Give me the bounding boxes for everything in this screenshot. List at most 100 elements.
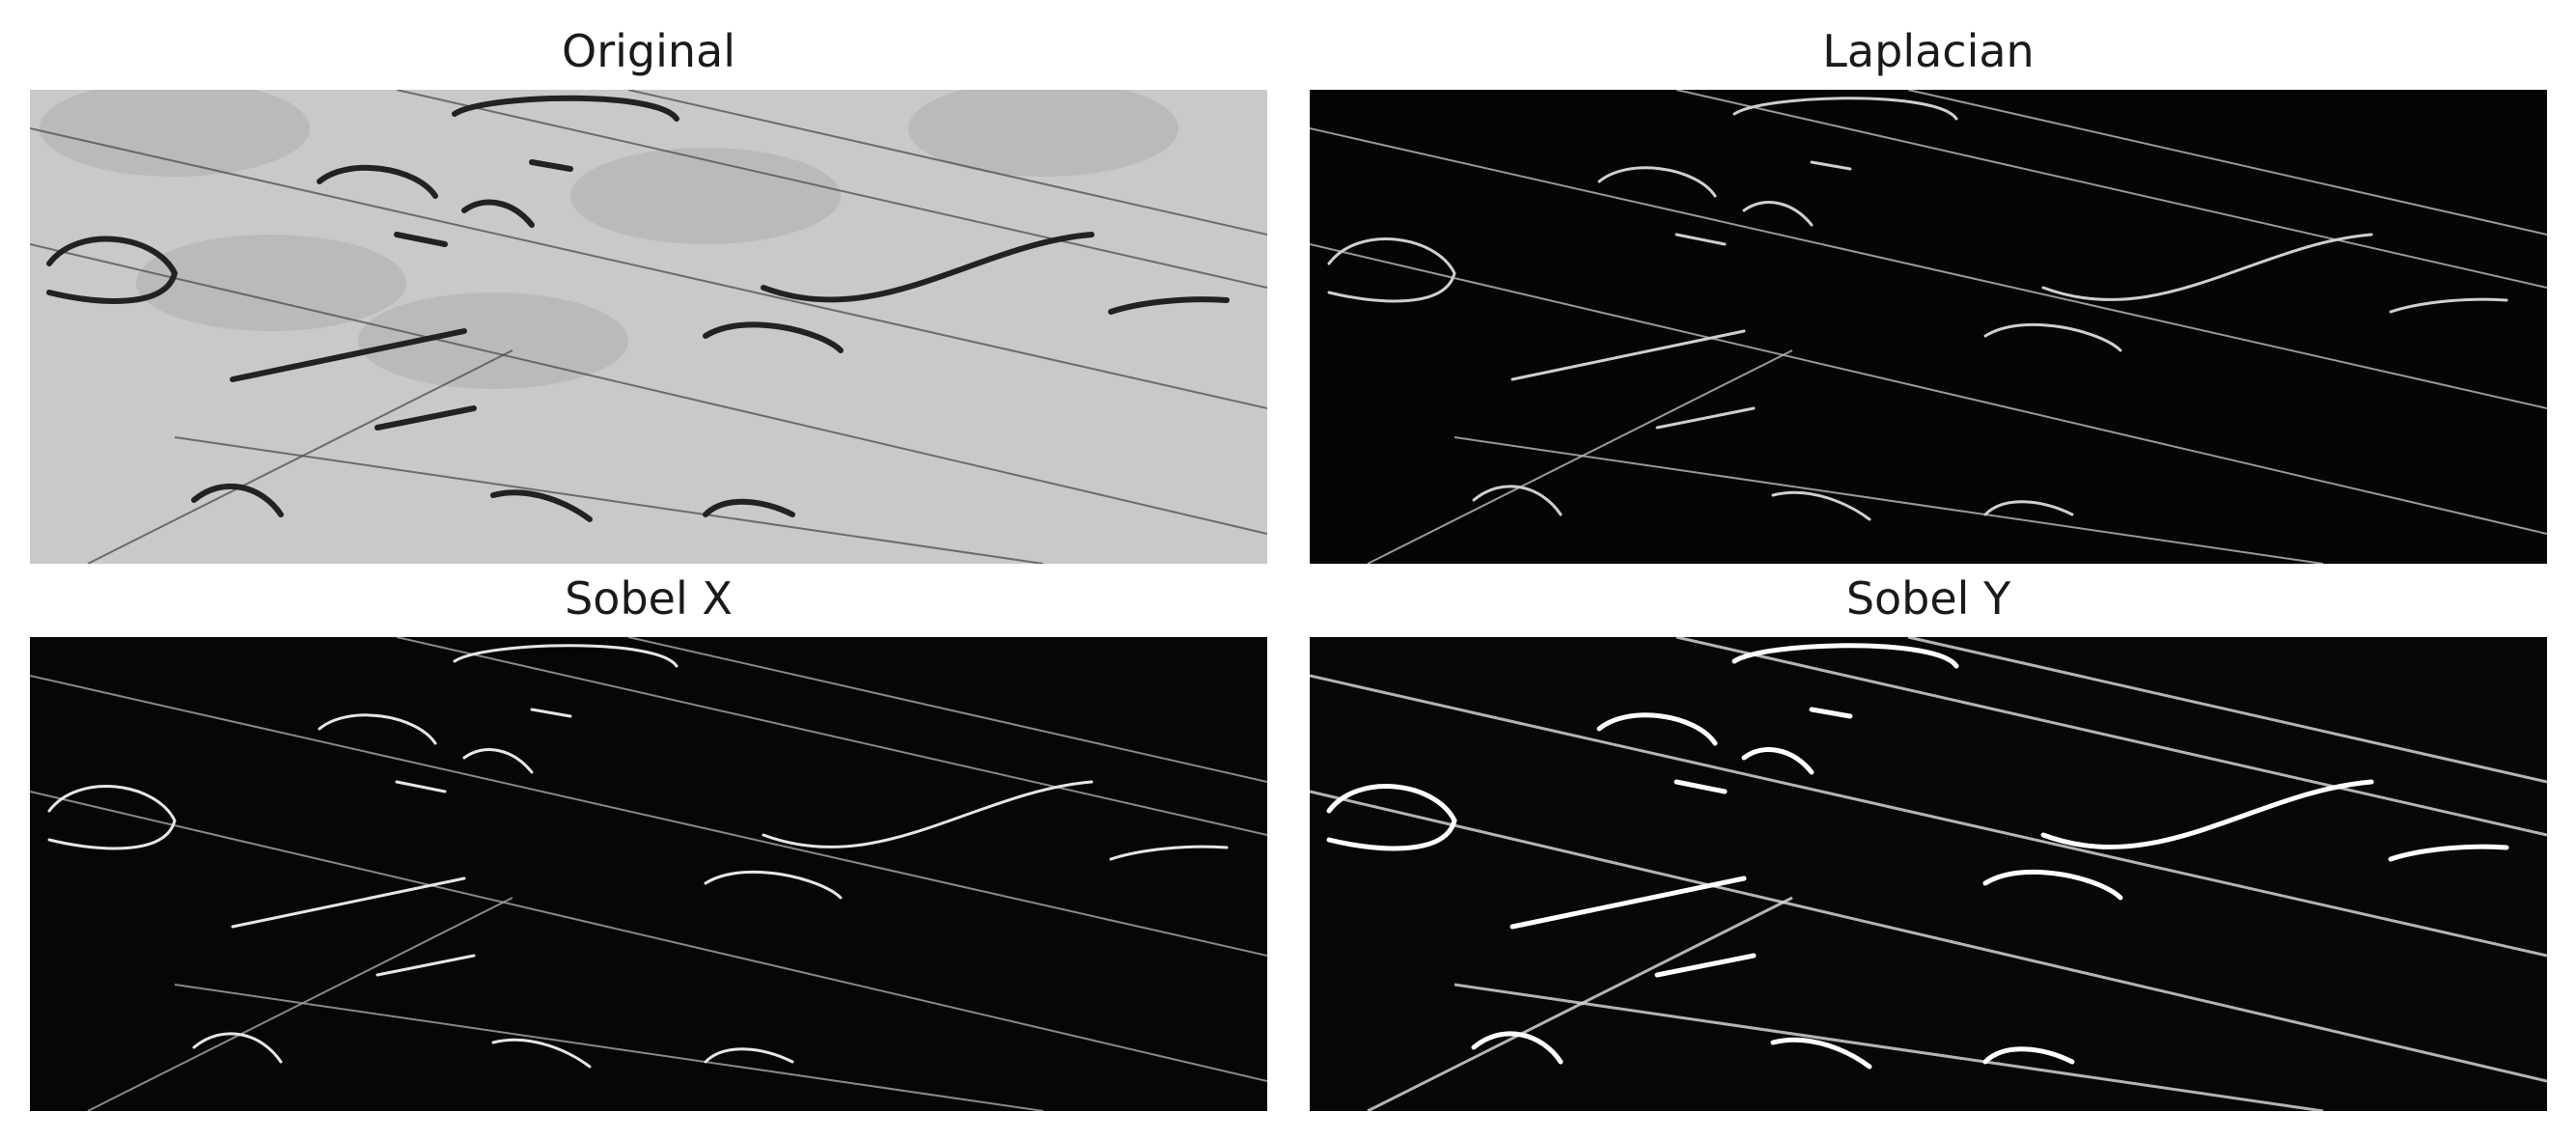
paper-stain: [40, 90, 310, 177]
ruled-line: [1454, 983, 2324, 1111]
ruled-line: [1310, 674, 2547, 958]
handwriting-stroke: [1741, 747, 1814, 775]
handwriting-stroke: [47, 785, 177, 850]
handwriting-stroke: [1471, 1031, 1564, 1065]
handwriting-stroke: [1109, 845, 1229, 861]
handwriting-stroke: [1732, 97, 1958, 121]
handwriting-stroke: [1982, 1046, 2075, 1065]
handwriting-stroke: [1809, 707, 1853, 719]
handwriting-stroke: [1771, 490, 1871, 521]
handwriting-stroke: [192, 1032, 283, 1064]
handwriting-stroke: [1597, 166, 1717, 198]
handwriting-stroke: [529, 159, 573, 172]
handwriting-stroke: [1510, 329, 1746, 381]
handwriting-stroke: [395, 780, 447, 793]
ruled-line: [396, 637, 1267, 836]
ruled-line: [30, 243, 1267, 535]
ruled-line: [1907, 637, 2547, 784]
ruled-line: [174, 984, 1044, 1111]
handwriting-stroke: [2389, 297, 2508, 314]
handwriting-stroke: [1675, 233, 1727, 246]
handwriting-stroke: [2041, 233, 2373, 302]
ruled-line: [1367, 896, 1793, 1111]
handwriting-stroke: [452, 95, 679, 122]
handwriting-stroke: [375, 954, 476, 977]
image-drawing: [1310, 90, 2547, 564]
handwriting-stroke: [490, 489, 593, 522]
handwriting-stroke: [703, 321, 844, 353]
panel-title-sobel-y: Sobel Y: [1845, 572, 2011, 625]
handwriting-stroke: [317, 164, 438, 199]
handwriting-stroke: [1982, 869, 2123, 901]
ruled-line: [30, 127, 1267, 409]
ruled-line: [1367, 349, 1793, 564]
paper-stain: [358, 292, 628, 389]
handwriting-stroke: [1731, 643, 1959, 669]
handwriting-stroke: [1674, 779, 1728, 794]
ruled-line: [87, 349, 513, 564]
image-background: [1310, 90, 2547, 564]
handwriting-stroke: [1326, 784, 1457, 851]
handwriting-stroke: [1983, 500, 2074, 516]
handwriting-stroke: [2388, 844, 2509, 862]
image-drawing: [30, 637, 1267, 1111]
handwriting-stroke: [1655, 406, 1756, 430]
paper-stain: [136, 235, 406, 331]
paper-stain: [570, 148, 841, 244]
ruled-line: [627, 90, 1267, 236]
panel-title-laplacian: Laplacian: [1822, 25, 2035, 77]
handwriting-stroke: [762, 780, 1094, 849]
handwriting-stroke: [318, 713, 437, 745]
image-original: [30, 90, 1267, 564]
image-laplacian: [1310, 90, 2547, 564]
image-background: [30, 637, 1267, 1111]
image-sobel-y: [1310, 637, 2547, 1111]
ruled-line: [1310, 790, 2547, 1083]
handwriting-stroke: [530, 708, 572, 718]
handwriting-stroke: [374, 405, 477, 431]
ruled-line: [396, 90, 1267, 289]
handwriting-stroke: [230, 328, 467, 382]
ruled-line: [1310, 127, 2547, 409]
ruled-line: [1454, 436, 2324, 564]
handwriting-stroke: [231, 876, 466, 929]
handwriting-stroke: [1596, 712, 1718, 746]
handwriting-stroke: [761, 232, 1094, 303]
handwriting-stroke: [704, 1047, 794, 1064]
handwriting-stroke: [1472, 485, 1563, 516]
handwriting-stroke: [453, 644, 679, 668]
ruled-line: [174, 436, 1044, 564]
ruled-line: [1676, 90, 2547, 289]
handwriting-stroke: [491, 1038, 592, 1069]
panel-title-sobel-x: Sobel X: [565, 572, 733, 625]
handwriting-stroke: [1770, 1037, 1872, 1070]
handwriting-stroke: [1983, 322, 2122, 352]
panel-title-original: Original: [561, 25, 735, 77]
image-background: [1310, 637, 2547, 1111]
ruled-line: [1907, 90, 2547, 236]
handwriting-stroke: [1327, 237, 1456, 303]
image-drawing: [30, 90, 1267, 564]
handwriting-stroke: [1742, 201, 1814, 227]
handwriting-stroke: [461, 199, 535, 228]
ruled-line: [1676, 637, 2547, 837]
handwriting-stroke: [704, 870, 843, 900]
handwriting-stroke: [1810, 160, 1852, 171]
ruled-line: [1310, 243, 2547, 535]
ruled-line: [30, 791, 1267, 1082]
ruled-line: [627, 637, 1267, 783]
image-drawing: [1310, 637, 2547, 1111]
handwriting-stroke: [1510, 876, 1747, 930]
ruled-line: [30, 675, 1267, 957]
handwriting-stroke: [394, 232, 448, 247]
handwriting-stroke: [462, 748, 534, 774]
handwriting-stroke: [703, 498, 795, 517]
paper-stain: [908, 90, 1178, 177]
handwriting-stroke: [191, 483, 284, 517]
handwriting-stroke: [46, 236, 179, 304]
handwriting-stroke: [2040, 779, 2374, 850]
handwriting-stroke: [1108, 296, 1230, 315]
handwriting-stroke: [1654, 953, 1757, 978]
image-sobel-x: [30, 637, 1267, 1111]
ruled-line: [87, 897, 513, 1111]
